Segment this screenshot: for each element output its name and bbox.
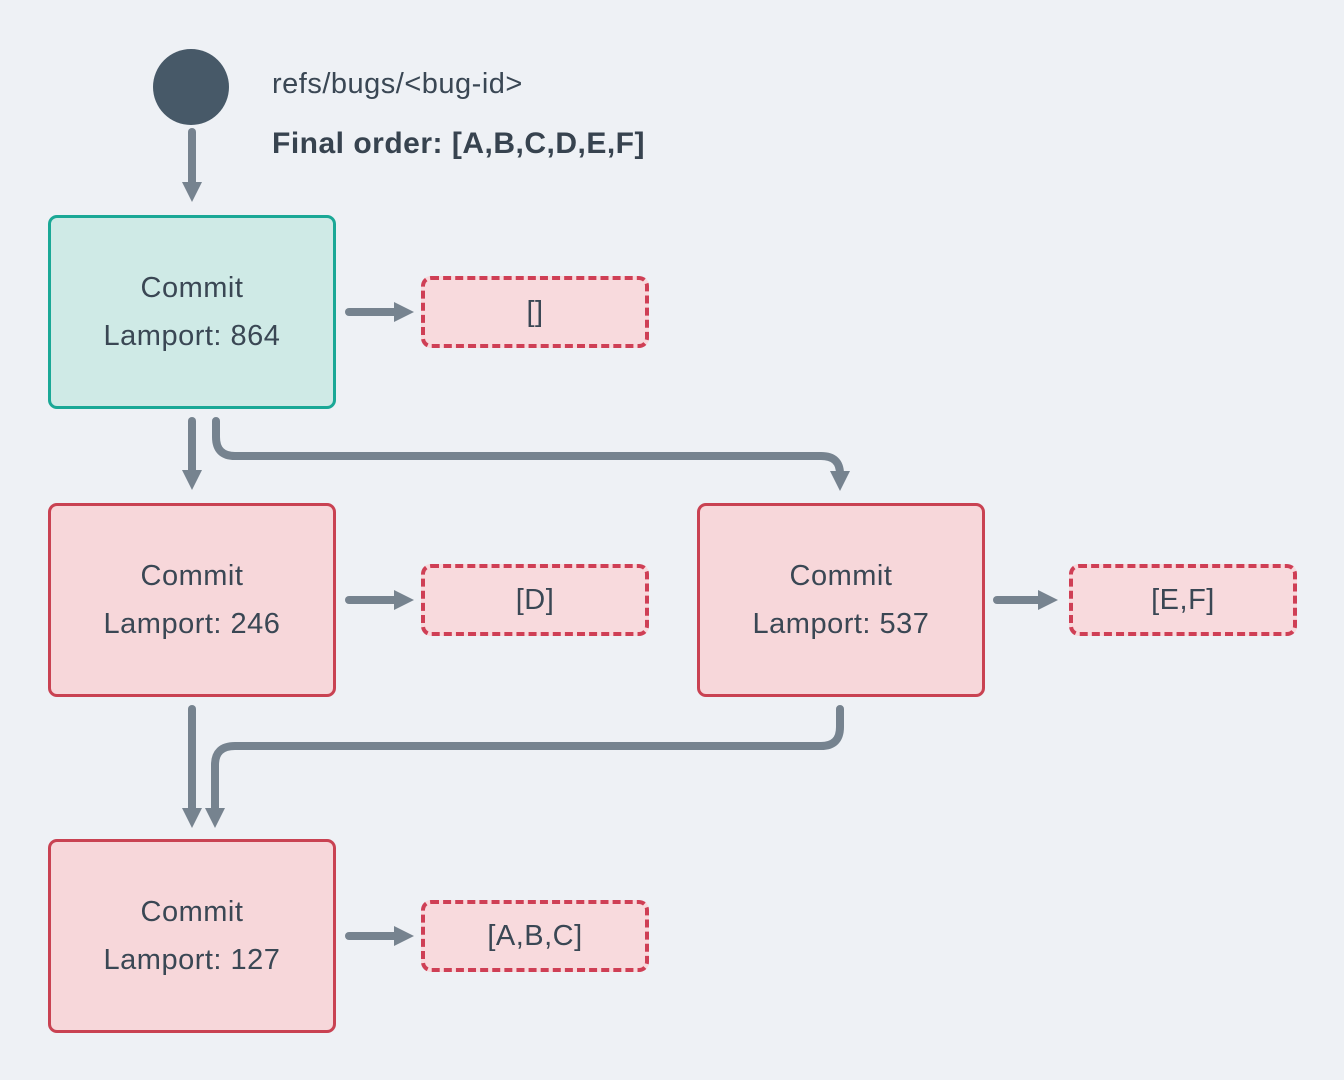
edge-537-to-127 (205, 705, 844, 828)
commit-node-127: Commit Lamport: 127 (48, 839, 336, 1033)
commit-node-246: Commit Lamport: 246 (48, 503, 336, 697)
commit-lamport: Lamport: 246 (103, 608, 281, 640)
commit-title: Commit (789, 560, 893, 592)
commit-node-537: Commit Lamport: 537 (697, 503, 985, 697)
commit-lamport: Lamport: 537 (752, 608, 930, 640)
commit-node-864: Commit Lamport: 864 (48, 215, 336, 409)
commit-title: Commit (140, 272, 244, 304)
result-box-empty: [] (421, 276, 649, 348)
commit-lamport: Lamport: 127 (103, 944, 281, 976)
result-box-abc: [A,B,C] (421, 900, 649, 972)
ref-head-circle (153, 49, 229, 125)
commit-title: Commit (140, 560, 244, 592)
ref-name-label: refs/bugs/<bug-id> (272, 68, 523, 100)
result-box-ef: [E,F] (1069, 564, 1297, 636)
edge-864-to-537 (212, 417, 850, 491)
commit-lamport: Lamport: 864 (103, 320, 281, 352)
commit-title: Commit (140, 896, 244, 928)
result-box-d: [D] (421, 564, 649, 636)
final-order-label: Final order: [A,B,C,D,E,F] (272, 127, 645, 160)
